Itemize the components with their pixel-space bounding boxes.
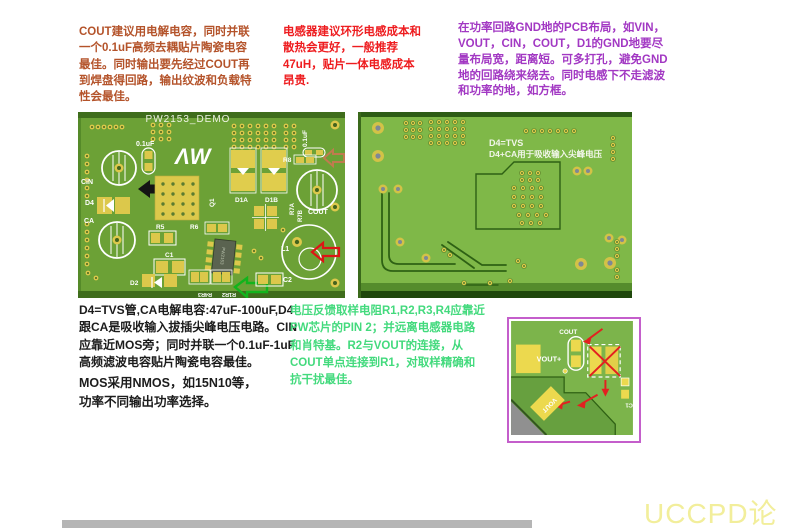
detail-svg: VOUT+ COUT VOUT C1: [511, 321, 633, 435]
note-tvs-input: D4=TVS管,CA电解电容:47uF-100uF,D4 跟CA是吸收输入拔插尖…: [79, 303, 297, 370]
cout-footprint: [567, 336, 585, 371]
pcb-logo: ΛW: [174, 144, 213, 169]
note-feedback-resistors: 电压反馈取样电阻R1,R2,R3,R4应靠近 PW芯片的PIN 2；并远离电感器…: [290, 305, 485, 386]
ic-marking: PW2153: [219, 247, 226, 265]
ca-capacitor: [98, 221, 136, 259]
note-mos-choice: MOS采用NMOS，如15N10等， 功率不同输出功率选择。: [79, 376, 257, 409]
forbidden-placement-box: [587, 343, 621, 378]
pcb-top-svg: PW2153_DEMO ΛW: [78, 112, 345, 298]
red-annotation-arrows: [554, 328, 610, 410]
bottom-gray-bar: [62, 520, 532, 528]
board-bottom: [358, 112, 632, 298]
cap-out-label: 0.1uF: [302, 130, 309, 147]
cout-capacitor: [296, 169, 338, 211]
cout-label: COUT: [308, 209, 329, 216]
tan-left-arrow: [322, 147, 345, 169]
d1a-diode: [229, 147, 257, 194]
detail-cout-label: COUT: [559, 329, 577, 336]
d1a-label: D1A: [235, 197, 248, 204]
d1b-diode: [260, 147, 288, 194]
d1b-label: D1B: [265, 197, 278, 204]
vout-plus-label: VOUT+: [537, 354, 562, 363]
forum-watermark: UCCPD论坛: [644, 498, 778, 528]
d4-label: D4: [85, 200, 94, 207]
bottom-note-line1: D4=TVS: [489, 138, 523, 148]
green-left-arrow: [233, 275, 269, 298]
pcb-top-view-image: PW2153_DEMO ΛW: [78, 112, 345, 298]
c1-label: C1: [165, 252, 174, 259]
d2-diode: [142, 274, 177, 288]
cout-detail-image: VOUT+ COUT VOUT C1: [507, 317, 641, 443]
vout-pad: [515, 344, 541, 374]
pcb-bottom-view-image: D4=TVS D4+CA用于吸收输入尖峰电压: [358, 112, 632, 298]
d4-diode: [97, 197, 130, 214]
board-corner-cutout: [511, 401, 545, 435]
copper-traces: [381, 192, 507, 286]
pcb-bottom-svg: D4=TVS D4+CA用于吸收输入尖峰电压: [358, 112, 632, 298]
l1-label: L1: [281, 246, 289, 253]
note-cout-capacitor: COUT建议用电解电容，同时并联 一个0.1uF高频去耦贴片陶瓷电容 最佳。同时…: [79, 26, 252, 104]
red-left-arrow: [310, 240, 341, 264]
pw2153-ic: PW2153: [204, 238, 243, 276]
q1-label: Q1: [209, 198, 216, 207]
cap-in-silk: [141, 147, 156, 175]
feedback-resistor-pads: [188, 269, 233, 285]
inductor-keepout-outline: [475, 161, 561, 230]
note-gnd-layout: 在功率回路GND地的PCB布局，如VIN， VOUT，CIN，COUT，D1的G…: [458, 22, 668, 98]
detail-c1-label: C1: [625, 402, 633, 408]
bottom-note-line2: D4+CA用于吸收输入尖峰电压: [489, 149, 603, 159]
r6-label: R6: [190, 224, 199, 231]
mos-pad: [154, 175, 200, 221]
r1r2-label: R1R2: [222, 291, 236, 297]
r7b-label: R7B: [298, 209, 304, 222]
c2-label: C2: [283, 277, 292, 284]
r5-label: R5: [156, 224, 165, 231]
d2-label: D2: [130, 280, 139, 287]
red-x-mark: [589, 345, 621, 377]
cap-in-label: 0.1uF: [136, 141, 155, 148]
cin-capacitor: [101, 150, 137, 186]
note-inductor: 电感器建议环形电感成本和 散热会更好，一般推荐 47uH，贴片一体电感成本 昂贵…: [283, 26, 421, 87]
pcb-title: PW2153_DEMO: [146, 114, 231, 125]
vout-diagonal-pad: [530, 386, 565, 421]
cin-label: CIN: [81, 179, 93, 186]
ca-label: CA: [84, 218, 94, 225]
r8-label: R8: [283, 157, 292, 164]
r4r3-label: R4R3: [198, 291, 212, 297]
r7a-label: R7A: [290, 202, 296, 215]
output-filter-pads: [252, 204, 279, 231]
